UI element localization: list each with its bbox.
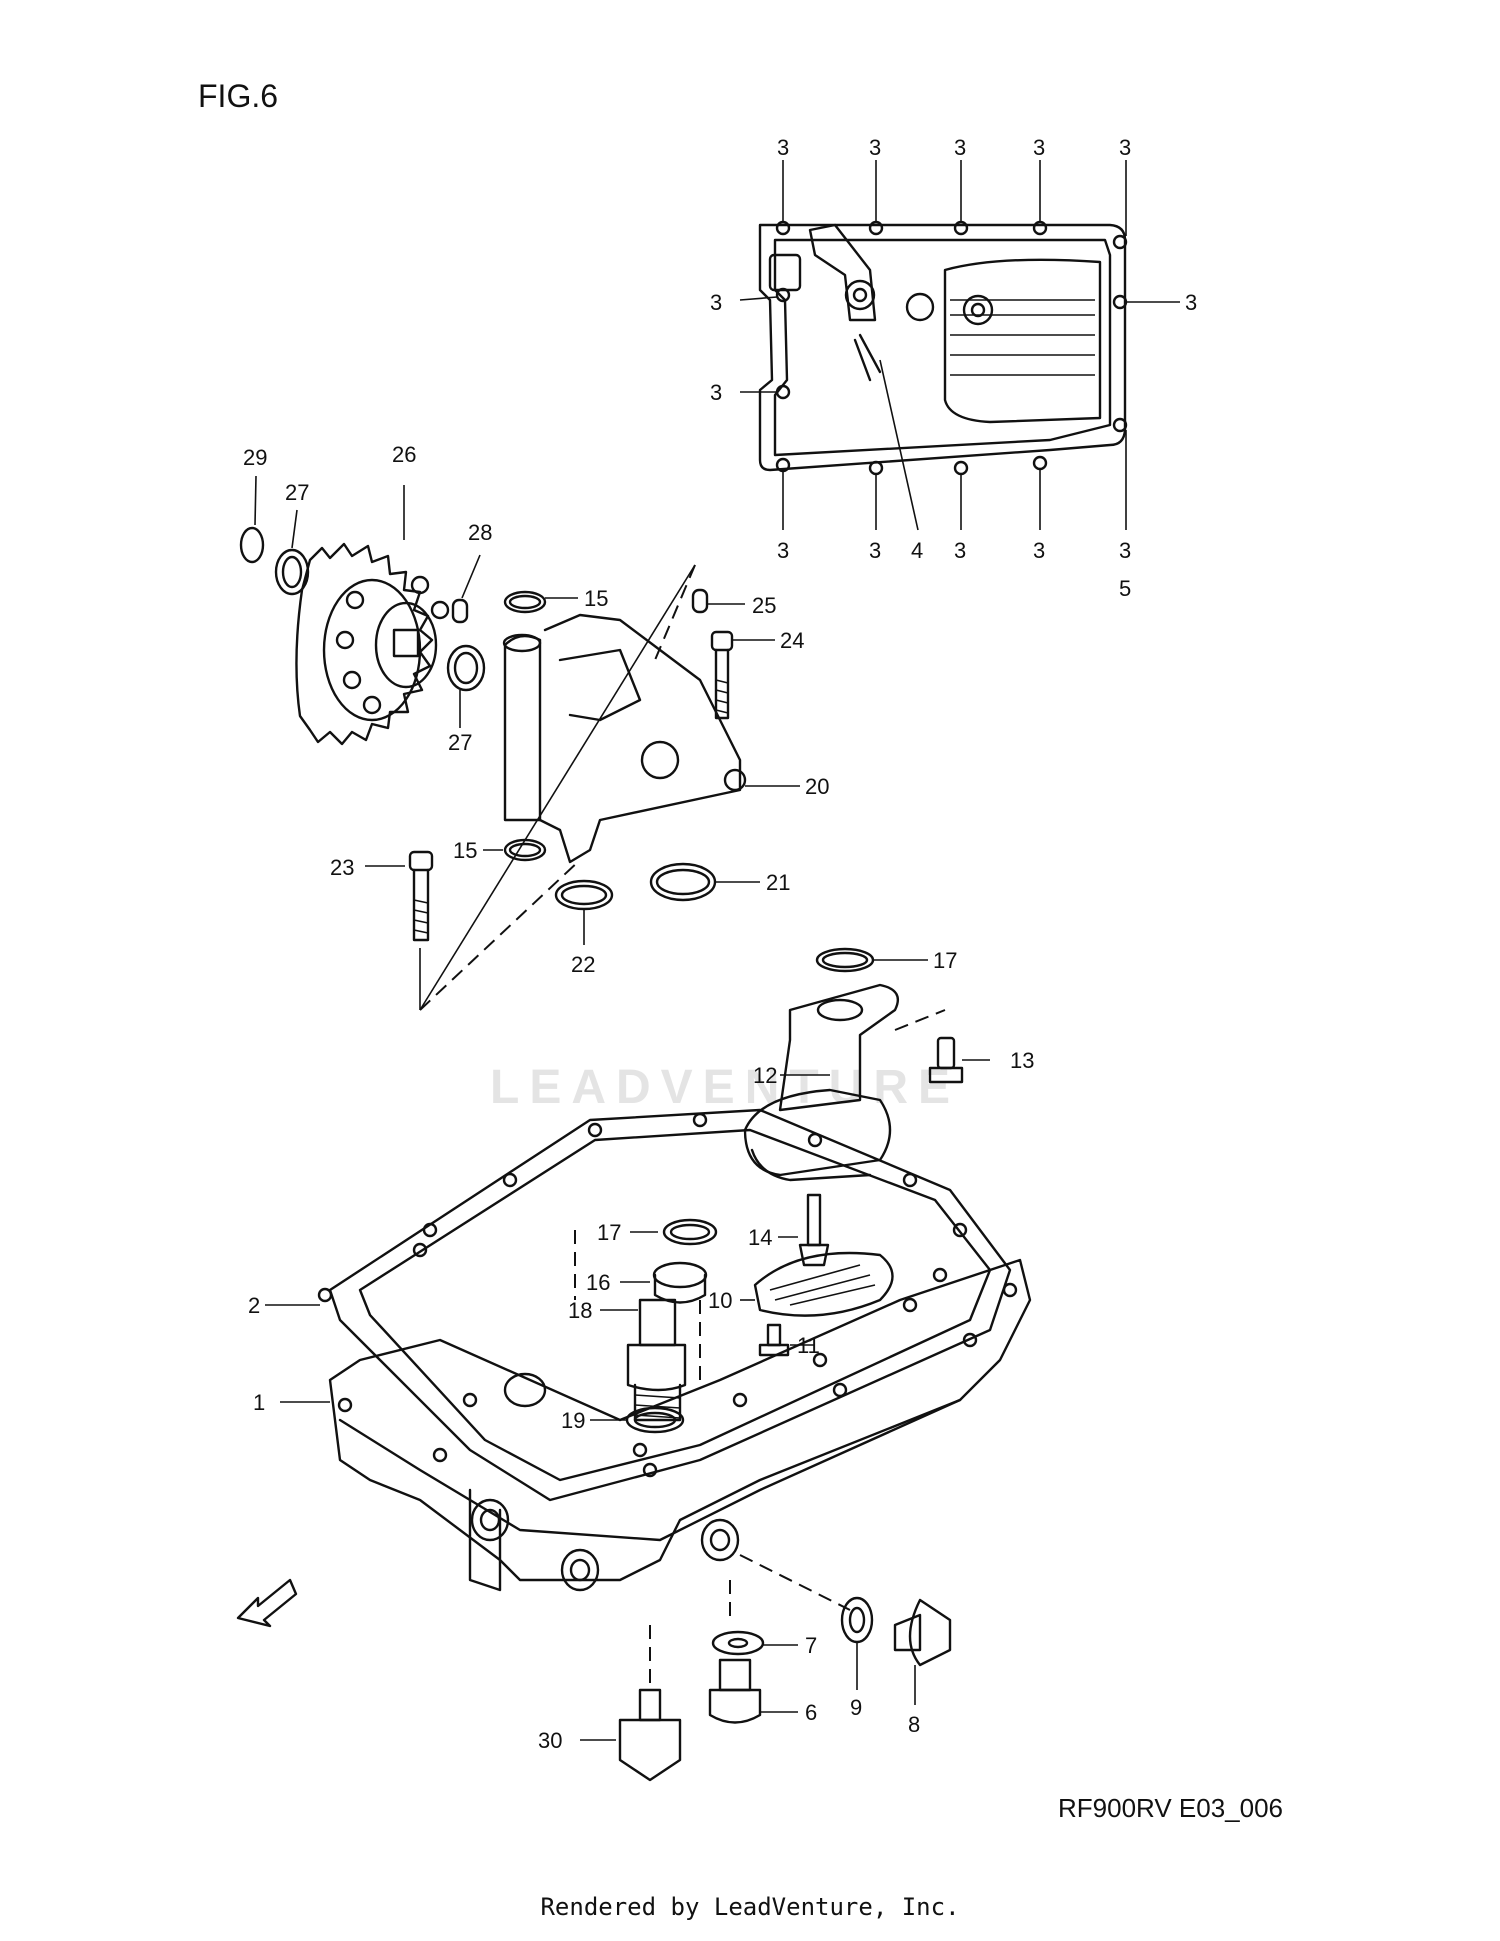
footer-credit: Rendered by LeadVenture, Inc. (540, 1893, 960, 1921)
callout-7: 7 (805, 1633, 817, 1658)
callout-24: 24 (780, 628, 804, 653)
callout-3: 3 (777, 538, 789, 563)
callout-3: 3 (1119, 135, 1131, 160)
callout-25: 25 (752, 593, 776, 618)
callout-29: 29 (243, 445, 267, 470)
callout-2: 2 (248, 1293, 260, 1318)
callout-15: 15 (453, 838, 477, 863)
callout-3: 3 (1185, 290, 1197, 315)
callout-27: 27 (448, 730, 472, 755)
callout-3: 3 (710, 290, 722, 315)
watermark-text: LEADVENTURE (490, 1061, 961, 1114)
callout-13: 13 (1010, 1048, 1034, 1073)
oil-pan-drawing (236, 947, 1032, 1782)
callout-11: 11 (797, 1333, 820, 1358)
callout-23: 23 (330, 855, 354, 880)
callout-3: 3 (869, 135, 881, 160)
oil-pump-drawing (239, 475, 800, 1011)
callout-3: 3 (710, 380, 722, 405)
callout-5: 5 (1119, 576, 1131, 601)
callout-21: 21 (766, 870, 790, 895)
callout-30: 30 (538, 1728, 562, 1753)
callout-3: 3 (777, 135, 789, 160)
callout-17: 17 (597, 1220, 621, 1245)
callout-19: 19 (561, 1408, 585, 1433)
callout-18: 18 (568, 1298, 592, 1323)
callout-26: 26 (392, 442, 416, 467)
callout-8: 8 (908, 1712, 920, 1737)
callout-4: 4 (911, 538, 923, 563)
callout-17: 17 (933, 948, 957, 973)
callout-labels: 3 3 3 3 3 3 3 3 3 3 3 3 3 3 3 4 5 29 26 … (243, 135, 1197, 1753)
callout-1: 1 (253, 1390, 265, 1415)
callout-20: 20 (805, 774, 829, 799)
callout-3: 3 (954, 538, 966, 563)
callout-6: 6 (805, 1700, 817, 1725)
callout-15: 15 (584, 586, 608, 611)
callout-22: 22 (571, 952, 595, 977)
callout-3: 3 (1033, 538, 1045, 563)
callout-3: 3 (954, 135, 966, 160)
diagram-code: RF900RV E03_006 (1058, 1793, 1284, 1823)
callout-12: 12 (753, 1063, 777, 1088)
figure-title: FIG.6 (198, 78, 279, 114)
callout-3: 3 (1119, 538, 1131, 563)
callout-3: 3 (869, 538, 881, 563)
callout-14: 14 (748, 1225, 772, 1250)
callout-3: 3 (1033, 135, 1045, 160)
callout-16: 16 (586, 1270, 610, 1295)
gasket-inset-drawing (739, 160, 1180, 531)
callout-28: 28 (468, 520, 492, 545)
callout-27: 27 (285, 480, 309, 505)
callout-10: 10 (708, 1288, 732, 1313)
callout-9: 9 (850, 1695, 862, 1720)
